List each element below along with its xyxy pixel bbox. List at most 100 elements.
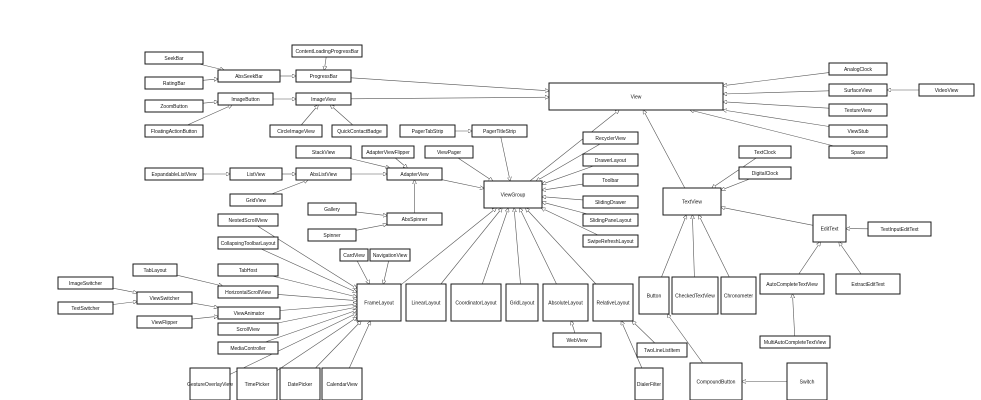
inheritance-edge-scrollview-to-framelayout bbox=[277, 307, 357, 324]
class-node-box bbox=[812, 214, 847, 243]
inheritance-edge-viewstub-to-view bbox=[723, 110, 830, 127]
class-node-textinputedittext: TextInputEditText bbox=[867, 221, 932, 237]
class-node-box bbox=[339, 248, 369, 262]
class-node-navigationview: NavigationView bbox=[369, 248, 411, 262]
class-node-box bbox=[295, 92, 352, 106]
inheritance-edge-compoundbutton-to-button bbox=[667, 314, 703, 364]
class-node-surfaceview: SurfaceView bbox=[828, 83, 888, 97]
class-node-label: TextClock bbox=[754, 150, 776, 156]
class-node-checkedtextview: CheckedTextView bbox=[671, 276, 719, 315]
class-node-label: VideoView bbox=[935, 88, 959, 94]
class-node-label: ContentLoadingProgressBar bbox=[295, 49, 358, 55]
inheritance-edge-calendarview-to-framelayout bbox=[349, 321, 370, 369]
class-node-label: DigitalClock bbox=[752, 171, 779, 177]
class-node-progressbar: ProgressBar bbox=[295, 69, 352, 83]
class-node-label: NavigationView bbox=[373, 253, 408, 259]
inheritance-edge-gestureoverlay-to-framelayout bbox=[229, 313, 357, 375]
class-node-label: ListView bbox=[247, 172, 266, 178]
class-node-label: TextView bbox=[682, 199, 702, 205]
class-node-label: StackView bbox=[312, 150, 336, 156]
class-node-box bbox=[331, 124, 388, 138]
class-node-label: MultiAutoCompleteTextView bbox=[764, 340, 827, 346]
class-node-drawerlayout: DrawerLayout bbox=[582, 153, 639, 167]
class-node-label: ProgressBar bbox=[310, 74, 338, 80]
class-node-label: CardView bbox=[343, 253, 365, 259]
class-node-zoombutton: ZoomButton bbox=[144, 99, 204, 113]
class-node-relativelayout: RelativeLayout bbox=[592, 283, 634, 322]
class-node-label: MediaController bbox=[230, 346, 266, 352]
class-node-fab: FloatingActionButton bbox=[144, 124, 204, 138]
class-node-view: View bbox=[548, 82, 724, 111]
class-node-box bbox=[918, 83, 975, 97]
class-node-box bbox=[835, 273, 901, 295]
class-node-label: ImageButton bbox=[231, 97, 260, 103]
inheritance-edge-edittext-to-textview bbox=[721, 207, 814, 226]
class-node-label: SlidingPaneLayout bbox=[590, 218, 632, 224]
inheritance-edge-button-to-textview bbox=[661, 215, 687, 278]
class-node-label: ViewPager bbox=[437, 150, 461, 156]
class-node-box bbox=[144, 167, 204, 181]
class-node-label: TabHost bbox=[239, 268, 258, 274]
class-node-label: ViewFlipper bbox=[151, 320, 177, 326]
inheritance-edge-relativelayout-to-viewgroup bbox=[526, 208, 597, 285]
class-node-box bbox=[828, 83, 888, 97]
class-node-digitalclock: DigitalClock bbox=[738, 166, 792, 180]
class-node-gestureoverlay: GestureOverlayView bbox=[187, 367, 233, 400]
class-node-slidingdrawer: SlidingDrawer bbox=[582, 195, 639, 209]
class-node-label: AnalogClock bbox=[844, 67, 873, 73]
class-node-label: TimePicker bbox=[245, 382, 270, 388]
class-node-autocomplete: AutoCompleteTextView bbox=[759, 273, 825, 295]
inheritance-edge-slidingpane-to-viewgroup bbox=[542, 202, 588, 215]
inheritance-edge-adapterview-to-viewgroup bbox=[441, 179, 484, 189]
class-node-box bbox=[217, 322, 279, 336]
class-node-box bbox=[689, 362, 743, 400]
inheritance-edge-textureview-to-view bbox=[723, 102, 830, 109]
class-node-box bbox=[136, 315, 193, 329]
class-node-box bbox=[662, 187, 722, 216]
class-node-box bbox=[386, 212, 443, 226]
class-node-label: ImageSwitcher bbox=[69, 281, 102, 287]
class-node-box bbox=[369, 248, 411, 262]
class-node-textureview: TextureView bbox=[828, 103, 888, 117]
class-node-label: PagerTitleStrip bbox=[483, 129, 516, 135]
class-node-label: ExpandableListView bbox=[152, 172, 197, 178]
class-node-box bbox=[582, 213, 639, 227]
inheritance-edge-viewflipper-to-viewanimator bbox=[191, 316, 218, 320]
class-node-box bbox=[279, 367, 321, 400]
class-node-box bbox=[759, 273, 825, 295]
class-node-box bbox=[582, 153, 639, 167]
class-node-box bbox=[217, 69, 281, 83]
inheritance-edge-chronometer-to-textview bbox=[699, 215, 730, 278]
class-node-box bbox=[269, 124, 323, 138]
class-node-box bbox=[828, 62, 888, 76]
class-node-tablayout: TabLayout bbox=[132, 263, 178, 277]
class-node-box bbox=[634, 367, 664, 400]
class-node-label: CollapsingToolbarLayout bbox=[221, 241, 276, 247]
class-node-box bbox=[424, 145, 474, 159]
class-node-viewstub: ViewStub bbox=[828, 124, 888, 138]
class-node-box bbox=[582, 234, 639, 248]
class-node-pagertabstrip: PagerTabStrip bbox=[399, 124, 456, 138]
class-node-label: AutoCompleteTextView bbox=[766, 282, 818, 288]
inheritance-edge-ratingbar-to-abs-seekbar bbox=[202, 79, 218, 80]
class-node-box bbox=[307, 228, 357, 242]
class-node-box bbox=[57, 301, 114, 315]
class-node-box bbox=[321, 367, 363, 400]
inheritance-edge-zoombutton-to-imagebutton bbox=[202, 102, 218, 104]
class-node-box bbox=[229, 167, 283, 181]
class-node-seekbar: SeekBar bbox=[144, 51, 204, 65]
inheritance-edge-extractedittext-to-edittext bbox=[839, 242, 862, 275]
inheritance-edge-absolutelayout-to-viewgroup bbox=[520, 208, 557, 285]
inheritance-edge-coordinatorlayout-to-viewgroup bbox=[482, 208, 508, 285]
inheritance-edge-recyclerview-to-viewgroup bbox=[536, 143, 601, 181]
class-node-label: AdapterView bbox=[400, 172, 429, 178]
inheritance-edge-tabhost-to-framelayout bbox=[272, 275, 357, 297]
class-node-label: SwipeRefreshLayout bbox=[587, 239, 634, 245]
class-node-box bbox=[217, 236, 279, 250]
class-node-box bbox=[552, 332, 602, 348]
inheritance-edge-slidingdrawer-to-viewgroup bbox=[542, 197, 584, 201]
class-node-adapterviewflipper: AdapterViewFlipper bbox=[361, 145, 415, 159]
class-node-stackview: StackView bbox=[295, 145, 352, 159]
class-node-button: Button bbox=[638, 276, 670, 315]
